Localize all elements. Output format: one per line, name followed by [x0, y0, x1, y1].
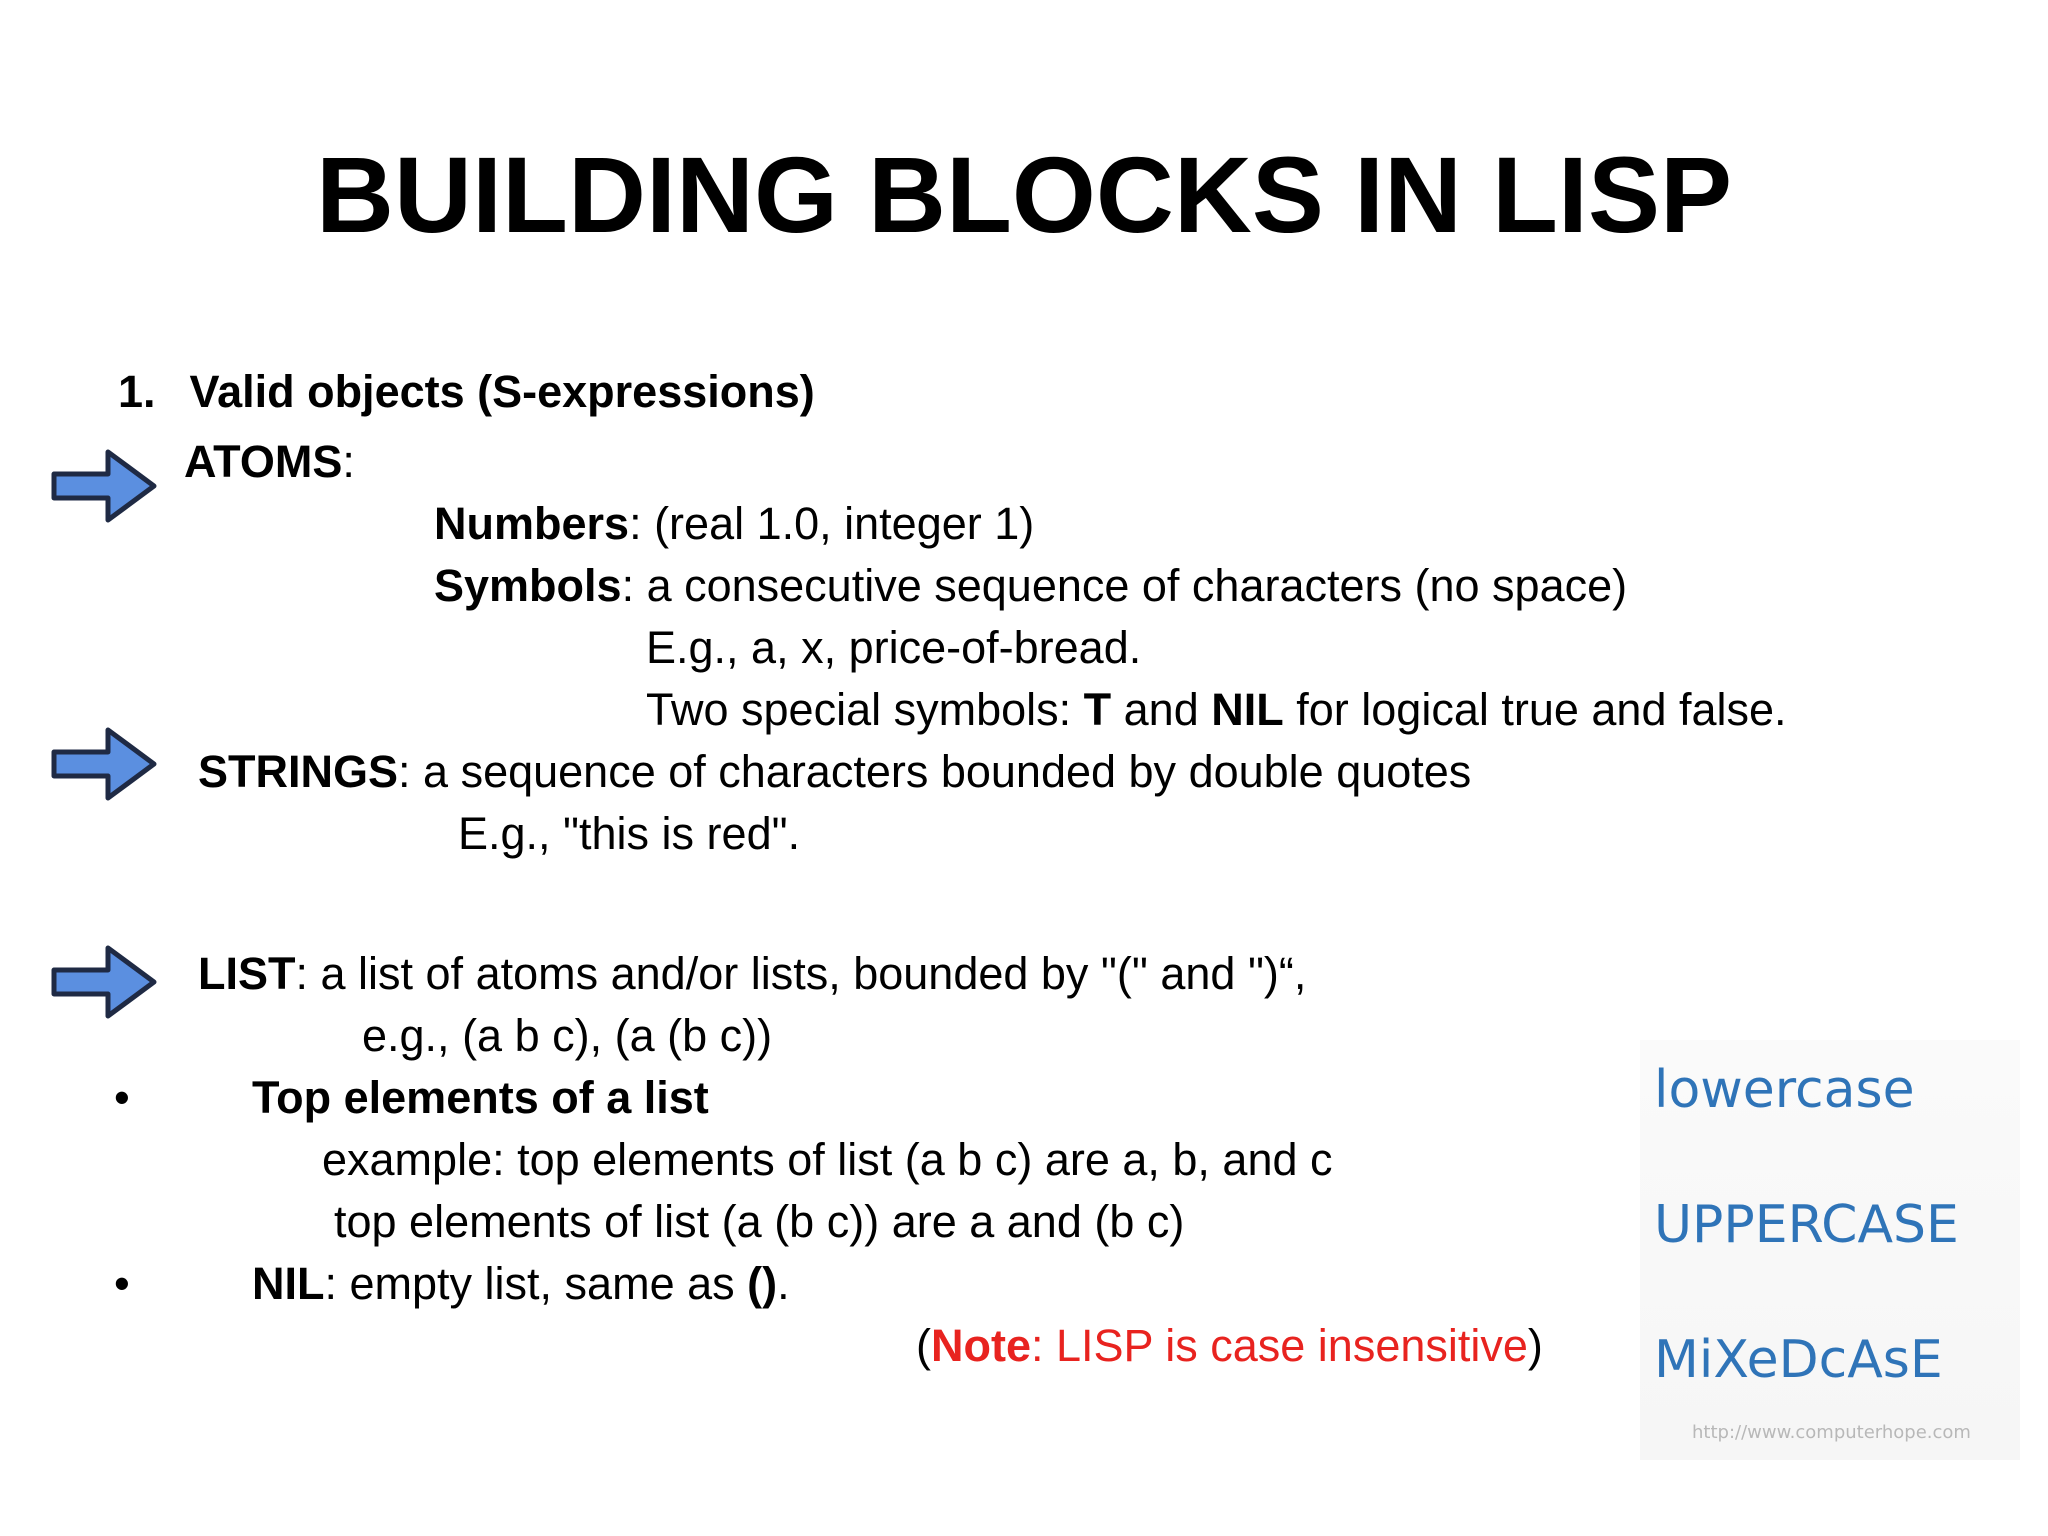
section-heading-text: Valid objects (S-expressions)	[189, 366, 815, 417]
note-text: : LISP is case insensitive	[1031, 1320, 1528, 1371]
nil-line: NIL: empty list, same as ().	[252, 1254, 790, 1314]
special-symbols-line: Two special symbols: T and NIL for logic…	[646, 680, 1787, 740]
section-number: 1.	[118, 366, 156, 417]
case-word-lowercase: lowercase	[1654, 1060, 1915, 1120]
note-open: (	[916, 1320, 931, 1371]
arrow-right-icon	[51, 449, 157, 523]
strings-label: STRINGS	[198, 746, 399, 797]
bullet-symbol: •	[114, 1072, 130, 1123]
atoms-line: ATOMS:	[184, 432, 355, 492]
special-t: T	[1083, 684, 1112, 735]
special-and: and	[1111, 684, 1212, 735]
list-line: LIST: a list of atoms and/or lists, boun…	[198, 944, 1306, 1004]
top-elements-example-2: top elements of list (a (b c)) are a and…	[334, 1196, 1185, 1247]
symbols-text: : a consecutive sequence of characters (…	[621, 560, 1628, 611]
numbers-text: : (real 1.0, integer 1)	[629, 498, 1035, 549]
nil-text: : empty list, same as	[324, 1258, 748, 1309]
slide-title: BUILDING BLOCKS IN LISP	[315, 134, 1733, 255]
case-note: (Note: LISP is case insensitive)	[916, 1316, 1543, 1376]
nil-end: .	[777, 1258, 790, 1309]
special-suffix: for logical true and false.	[1283, 684, 1787, 735]
list-text: : a list of atoms and/or lists, bounded …	[295, 948, 1307, 999]
symbols-line: Symbols: a consecutive sequence of chara…	[434, 556, 1627, 616]
special-nil: NIL	[1211, 684, 1284, 735]
strings-text: : a sequence of characters bounded by do…	[398, 746, 1472, 797]
atoms-colon: :	[342, 436, 355, 487]
nil-emph: ()	[747, 1258, 778, 1309]
numbers-label: Numbers	[434, 498, 630, 549]
image-source-url: http://www.computerhope.com	[1692, 1422, 1971, 1443]
top-elements-heading: Top elements of a list	[252, 1072, 709, 1123]
special-prefix: Two special symbols:	[646, 684, 1084, 735]
bullet-symbol: •	[114, 1258, 130, 1309]
arrow-right-icon	[51, 727, 157, 801]
note-label: Note	[931, 1320, 1031, 1371]
note-close: )	[1527, 1320, 1543, 1371]
case-word-uppercase: UPPERCASE	[1654, 1195, 1959, 1255]
case-illustration: lowercase UPPERCASE MiXeDcAsE http://www…	[1640, 1040, 2020, 1460]
atoms-label: ATOMS	[184, 436, 343, 487]
strings-example: E.g., "this is red".	[458, 808, 801, 859]
list-example: e.g., (a b c), (a (b c))	[362, 1010, 773, 1061]
strings-line: STRINGS: a sequence of characters bounde…	[198, 742, 1471, 802]
arrow-right-icon	[51, 945, 157, 1019]
top-elements-example-1: example: top elements of list (a b c) ar…	[322, 1134, 1333, 1185]
nil-label: NIL	[252, 1258, 325, 1309]
numbers-line: Numbers: (real 1.0, integer 1)	[434, 494, 1034, 554]
case-word-mixedcase: MiXeDcAsE	[1654, 1330, 1943, 1390]
section-heading: 1. Valid objects (S-expressions)	[118, 362, 815, 422]
list-label: LIST	[198, 948, 296, 999]
symbols-example: E.g., a, x, price-of-bread.	[646, 622, 1142, 673]
symbols-label: Symbols	[434, 560, 622, 611]
